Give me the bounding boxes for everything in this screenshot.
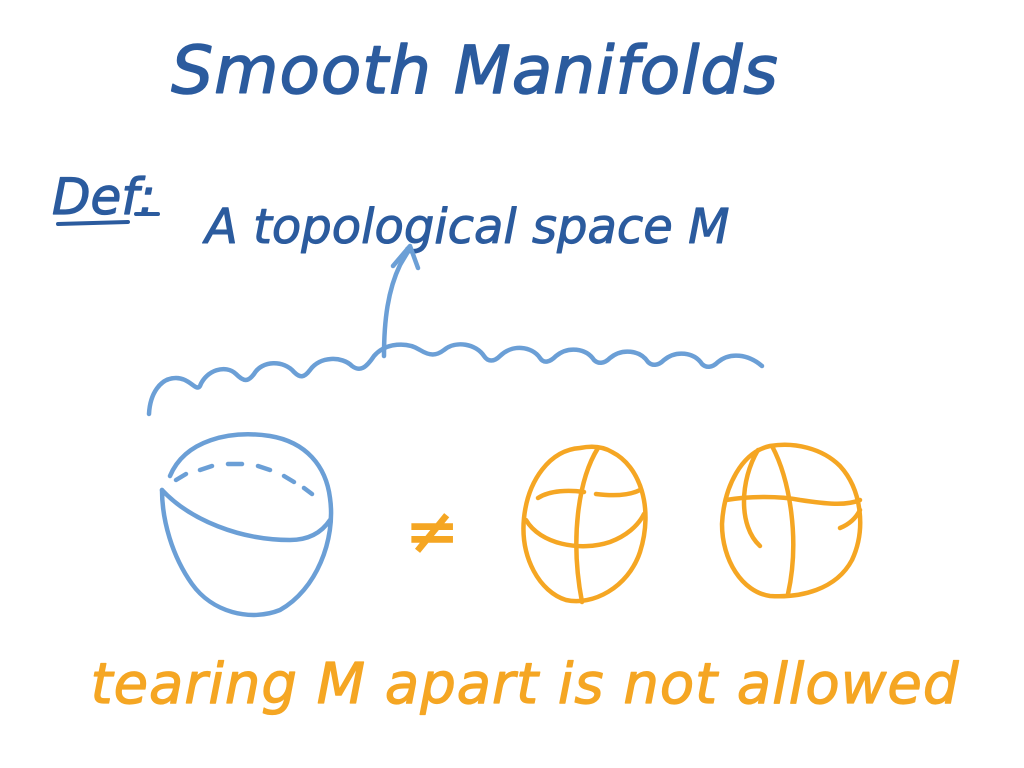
not-equal-symbol: ≠: [405, 495, 459, 569]
page-title: Smooth Manifolds: [171, 32, 778, 109]
caption-text: tearing M apart is not allowed: [91, 652, 960, 717]
torn-sphere-right-drawing: [719, 442, 863, 599]
smooth-sphere-drawing: [159, 432, 334, 618]
definition-text: A topological space M: [202, 199, 730, 255]
torn-sphere-left-drawing: [521, 444, 648, 605]
wavy-brace: [146, 342, 765, 417]
definition-label: Def:: [52, 168, 156, 226]
arrow-shaft: [381, 245, 413, 359]
definition-underline: [56, 212, 160, 226]
arrow-head: [390, 243, 421, 271]
